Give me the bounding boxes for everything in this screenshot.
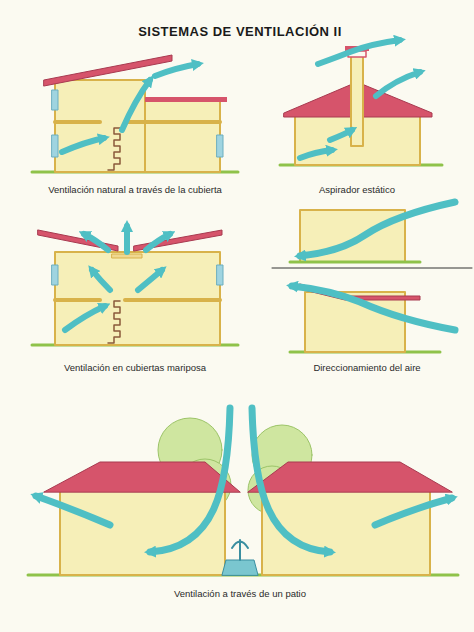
house-section-1 [32, 55, 238, 172]
house-section-5 [28, 408, 458, 575]
house-section-2 [280, 40, 442, 165]
diagram-title-box: SISTEMAS DE VENTILACIÓN II [138, 24, 342, 39]
panel-caption-box: Direccionamiento del aire [313, 362, 420, 373]
panel-caption: Ventilación natural a través de la cubie… [48, 184, 222, 195]
house-section-3 [32, 226, 238, 345]
panel-caption: Aspirador estático [319, 184, 395, 195]
panel-caption-box: Ventilación natural a través de la cubie… [48, 184, 222, 195]
house-section-4 [272, 202, 472, 352]
panel-caption: Ventilación en cubiertas mariposa [64, 362, 206, 373]
panel-caption-box: Ventilación a través de un patio [174, 588, 306, 599]
panel-caption-box: Ventilación en cubiertas mariposa [64, 362, 206, 373]
panel-caption: Direccionamiento del aire [313, 362, 420, 373]
panel-caption: Ventilación a través de un patio [174, 588, 306, 599]
panel-caption-box: Aspirador estático [319, 184, 395, 195]
diagram-title: SISTEMAS DE VENTILACIÓN II [138, 24, 342, 39]
